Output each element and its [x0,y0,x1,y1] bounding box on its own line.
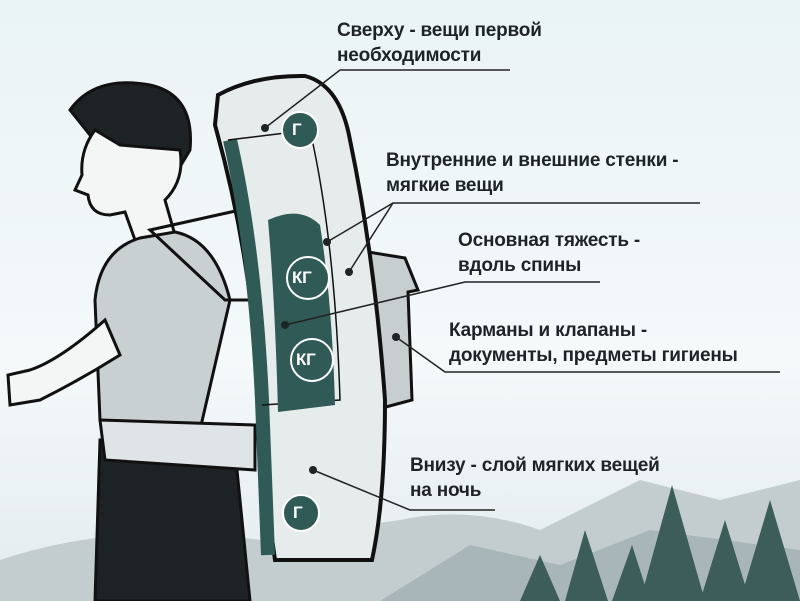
badge-heavy-2-text: КГ [296,350,316,369]
label-top: Сверху - вещи первой необходимости [337,20,542,66]
badge-heavy-1-text: КГ [292,268,312,287]
label-walls: Внутренние и внешние стенки - мягкие вещ… [386,150,679,196]
badge-top [281,111,319,149]
label-weight: Основная тяжесть - вдоль спины [458,230,641,276]
trees [520,485,800,601]
badge-bottom [282,494,320,532]
badge-bottom-text: Г [293,503,303,522]
badge-heavy-1 [286,256,330,300]
label-pockets: Карманы и клапаны - документы, предметы … [449,320,738,366]
badge-top-text: Г [292,120,302,139]
pointer-lines [264,69,780,511]
label-bottom: Внизу - слой мягких вещей на ночь [410,455,660,501]
badge-heavy-2 [290,338,334,382]
hiker [6,81,257,601]
